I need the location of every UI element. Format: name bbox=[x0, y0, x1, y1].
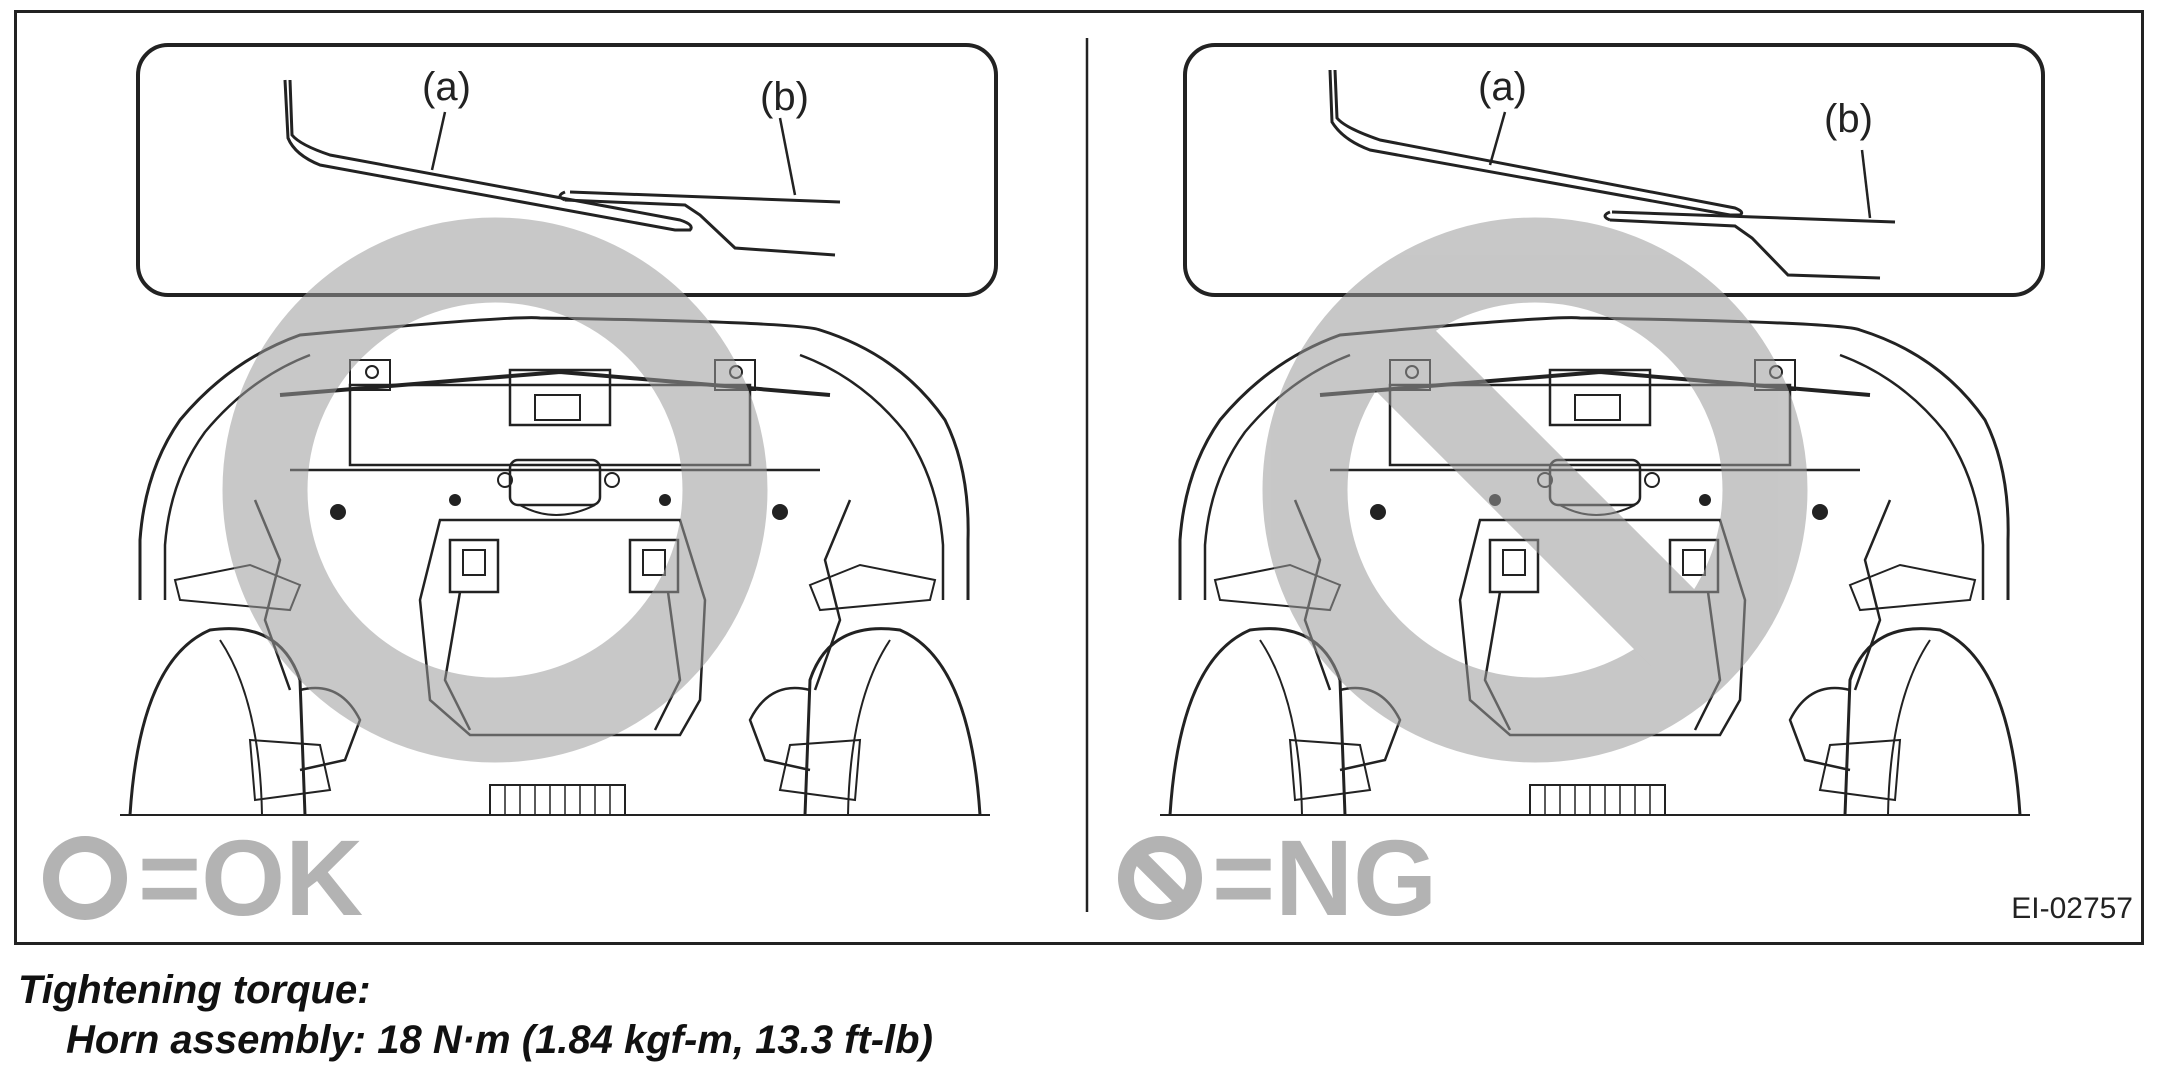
part-b-shape-ok bbox=[564, 198, 836, 257]
legend-ng: =NG bbox=[1212, 817, 1437, 938]
part-a-shape-ok bbox=[283, 79, 693, 232]
figure-code: EI-02757 bbox=[2011, 892, 2133, 925]
callout-a-ok: (a) bbox=[422, 65, 471, 109]
ok-ring-overlay bbox=[222, 217, 768, 763]
circle-icon bbox=[43, 836, 127, 920]
figure-frame bbox=[14, 10, 2144, 945]
caption-spec: Horn assembly: 18 N·m (1.84 kgf-m, 13.3 … bbox=[66, 1018, 933, 1062]
diagram-canvas: (a) (b) =OK (a) (b) =NG bbox=[43, 38, 2045, 938]
callout-b-ng: (b) bbox=[1824, 97, 1873, 141]
ng-prohibited-overlay bbox=[1262, 217, 1808, 763]
legend-ok: =OK bbox=[138, 817, 363, 938]
caption-title: Tightening torque: bbox=[18, 968, 371, 1012]
part-a-shape-ng bbox=[1328, 69, 1744, 217]
panel-ng: (a) (b) =NG bbox=[1118, 43, 2045, 938]
part-b-shape-ng bbox=[1609, 218, 1881, 280]
panel-ok: (a) (b) =OK bbox=[43, 43, 998, 938]
callout-a-ng: (a) bbox=[1478, 65, 1527, 109]
callout-b-ok: (b) bbox=[760, 75, 809, 119]
prohibited-icon bbox=[1118, 836, 1202, 920]
